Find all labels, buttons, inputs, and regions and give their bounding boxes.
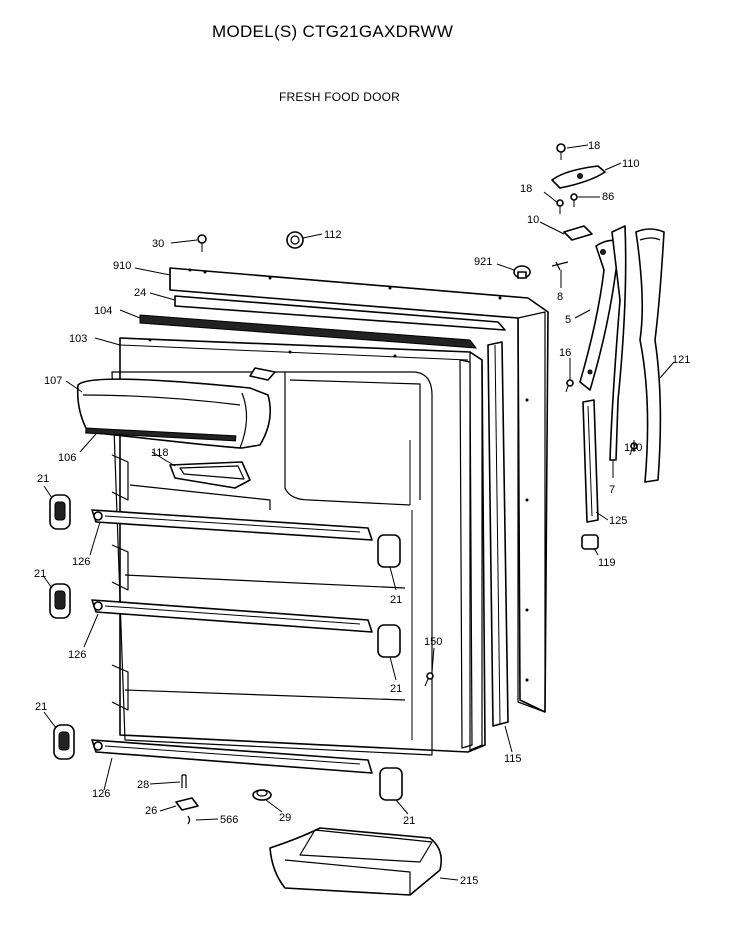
breaker-strip (139, 314, 478, 349)
callout-21: 21 (37, 473, 49, 485)
callout-7: 7 (609, 484, 615, 496)
shelf-bar-upper (91, 509, 373, 541)
callout-566: 566 (220, 814, 238, 826)
screw-86 (570, 193, 578, 207)
part-29 (252, 789, 272, 801)
callout-106: 106 (58, 452, 76, 464)
retainer-clip-right-2 (377, 624, 401, 658)
part-566 (187, 815, 191, 825)
callout-104: 104 (94, 305, 112, 317)
callout-21: 21 (403, 815, 415, 827)
callout-29: 29 (279, 812, 291, 824)
callout-215: 215 (460, 875, 478, 887)
part-119 (581, 534, 599, 550)
callout-115: 115 (504, 753, 522, 765)
callout-112: 112 (324, 229, 342, 241)
retainer-clip-left-3 (53, 724, 75, 760)
callout-126: 126 (92, 788, 110, 800)
retainer-clip-left-1 (49, 494, 71, 530)
part-28 (181, 774, 187, 788)
callout-86: 86 (602, 191, 614, 203)
callout-119: 119 (598, 557, 616, 569)
callout-910: 910 (113, 260, 131, 272)
screw-16 (565, 379, 574, 393)
callout-125: 125 (609, 515, 627, 527)
callout-126: 126 (72, 556, 90, 568)
callout-921: 921 (474, 256, 492, 268)
model-title: MODEL(S) CTG21GAXDRWW (212, 22, 454, 41)
handle-121 (635, 228, 665, 483)
callout-18: 18 (520, 183, 532, 195)
hinge-bar-125 (582, 399, 599, 523)
section-title: FRESH FOOD DOOR (279, 90, 401, 104)
callout-labels: 18 110 18 86 10 30 112 910 921 8 24 104 … (34, 140, 690, 887)
butter-dish (169, 461, 251, 489)
callout-26: 26 (145, 805, 157, 817)
part-8 (551, 261, 569, 271)
hinge-5 (579, 239, 621, 391)
callout-24: 24 (134, 287, 146, 299)
callout-150: 150 (424, 636, 442, 648)
shelf-bar-lower (91, 739, 373, 774)
callout-103: 103 (69, 333, 87, 345)
callout-21: 21 (390, 683, 402, 695)
shelf-bar-middle (91, 599, 373, 633)
screw-18-top (556, 143, 566, 160)
screw-30 (197, 234, 207, 252)
plug-112 (286, 231, 304, 249)
part-26 (175, 797, 199, 811)
callout-10: 10 (527, 214, 539, 226)
hinge-7 (609, 225, 627, 461)
screw-150 (424, 672, 434, 687)
callout-126: 126 (68, 649, 86, 661)
door-gasket (174, 295, 509, 727)
leader-lines (43, 144, 675, 881)
callout-5: 5 (565, 314, 571, 326)
hinge-block-10 (563, 225, 593, 241)
dairy-compartment (76, 367, 276, 449)
callout-118: 118 (151, 447, 169, 459)
callout-18: 18 (588, 140, 600, 152)
callout-21: 21 (34, 568, 46, 580)
callout-21: 21 (35, 701, 47, 713)
callout-21: 21 (390, 594, 402, 606)
retainer-clip-right-1 (377, 534, 401, 568)
callout-107: 107 (44, 375, 62, 387)
callout-8: 8 (557, 291, 563, 303)
hinge-bracket-110 (551, 165, 606, 189)
callout-120: 120 (624, 442, 642, 454)
cap-921 (513, 265, 531, 279)
callout-110: 110 (622, 158, 640, 170)
screw-18-mid (556, 199, 564, 214)
callout-16: 16 (559, 347, 571, 359)
retainer-clip-right-3 (379, 767, 403, 801)
callout-30: 30 (152, 238, 164, 250)
callout-28: 28 (137, 779, 149, 791)
retainer-clip-left-2 (49, 583, 71, 619)
door-bin (269, 827, 443, 896)
callout-121: 121 (672, 354, 690, 366)
outer-door-panel (169, 267, 549, 713)
